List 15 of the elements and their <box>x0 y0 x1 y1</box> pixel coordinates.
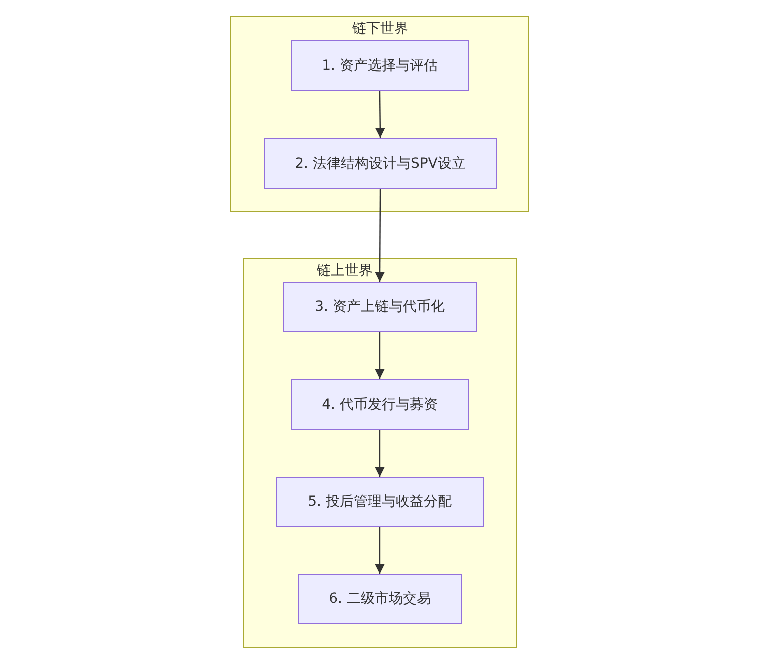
group-title: 链上世界 <box>317 262 373 280</box>
process-box: 1. 资产选择与评估 <box>291 40 469 91</box>
process-box: 3. 资产上链与代币化 <box>283 282 477 332</box>
arrow <box>376 91 386 138</box>
process-box: 6. 二级市场交易 <box>298 574 462 624</box>
arrow <box>375 189 385 282</box>
group-title: 链下世界 <box>352 20 408 38</box>
group-box <box>243 258 517 648</box>
process-box: 2. 法律结构设计与SPV设立 <box>264 138 497 189</box>
process-box: 4. 代币发行与募资 <box>291 379 469 430</box>
group-box <box>230 16 529 212</box>
arrow <box>375 332 385 379</box>
arrow <box>375 527 385 574</box>
arrow <box>375 430 385 477</box>
process-box: 5. 投后管理与收益分配 <box>276 477 484 527</box>
